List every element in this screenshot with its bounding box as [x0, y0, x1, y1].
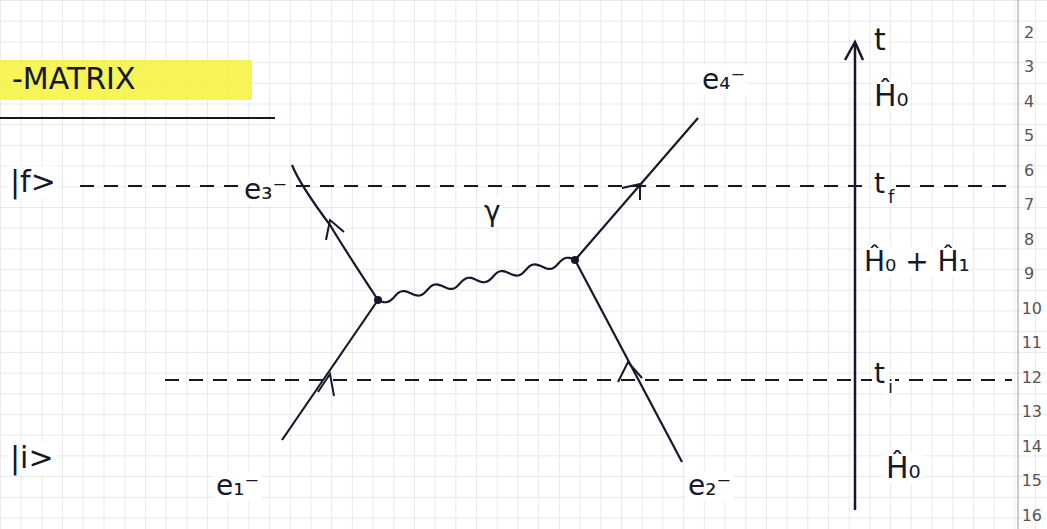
line-number: 13 [1020, 404, 1044, 421]
photon-label: γ [482, 197, 503, 226]
particle-label: e₃⁻ [242, 175, 289, 204]
time-label: t [872, 169, 887, 198]
underline [0, 117, 275, 119]
particle-label: e₄⁻ [700, 65, 747, 94]
highlight [0, 60, 252, 100]
line-number: 3 [1022, 59, 1036, 76]
line-number: 12 [1020, 370, 1044, 387]
margin-line [1018, 0, 1019, 529]
page-heading: -MATRIX [12, 62, 135, 95]
line-number: 7 [1022, 197, 1036, 214]
state-label: |i> [8, 442, 56, 474]
line-number: 15 [1020, 473, 1044, 490]
axis-label: t [872, 24, 888, 56]
arrow-mark [618, 362, 642, 382]
time-label: t [872, 359, 887, 388]
hamiltonian-label: Ĥ₀ [884, 452, 923, 484]
time-subscript: i [886, 378, 895, 397]
electron-line [575, 118, 698, 260]
line-number: 8 [1022, 232, 1036, 249]
arrow-mark [318, 374, 334, 396]
time-axis [854, 45, 857, 510]
line-number: 10 [1020, 301, 1044, 318]
line-number: 9 [1022, 266, 1036, 283]
arrow-mark [326, 220, 344, 240]
electron-line [575, 260, 682, 462]
electron-line [292, 165, 378, 300]
line-number: 4 [1022, 94, 1036, 111]
line-number: 5 [1022, 128, 1036, 145]
arrow-mark [622, 184, 640, 200]
hamiltonian-label: Ĥ₀ [872, 80, 911, 112]
photon-line [378, 258, 575, 303]
particle-label: e₂⁻ [686, 471, 733, 500]
line-number: 2 [1022, 25, 1036, 42]
line-number: 11 [1020, 335, 1044, 352]
time-subscript: f [886, 188, 896, 207]
particle-label: e₁⁻ [214, 471, 261, 500]
hamiltonian-label: Ĥ₀ + Ĥ₁ [862, 247, 972, 276]
line-number: 16 [1020, 508, 1044, 525]
electron-line [282, 300, 378, 440]
line-number: 14 [1020, 439, 1044, 456]
axis-arrow [845, 42, 863, 60]
state-label: |f> [8, 166, 58, 198]
line-number: 6 [1022, 163, 1036, 180]
